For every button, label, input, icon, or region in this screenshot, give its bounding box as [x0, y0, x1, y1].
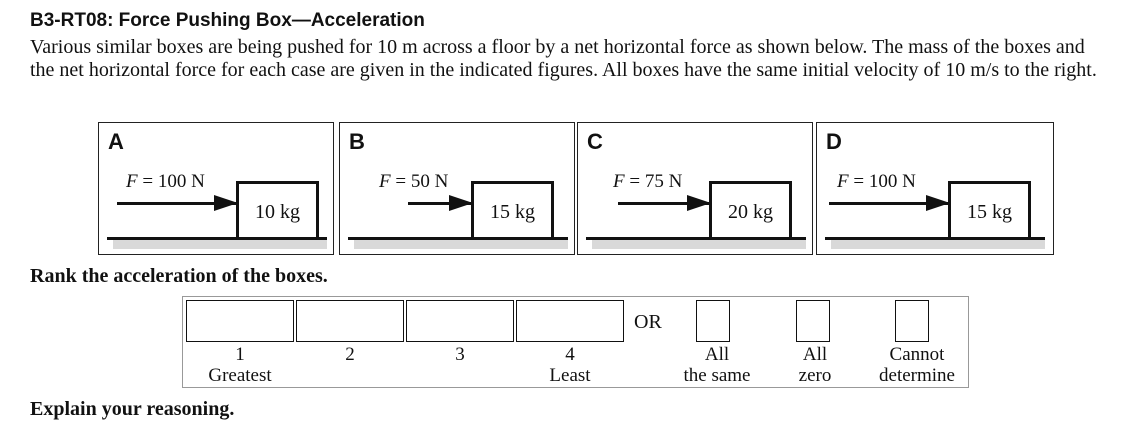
or-label: OR: [634, 311, 662, 333]
box-mass: 20 kg: [709, 181, 792, 237]
all-zero-checkbox[interactable]: [796, 300, 830, 342]
ranking-question: Rank the acceleration of the boxes.: [30, 265, 328, 287]
force-label: F = 75 N: [613, 171, 683, 192]
force-label: F = 100 N: [837, 171, 916, 192]
rank-3-input[interactable]: [406, 300, 514, 342]
panel-d: D F = 100 N 15 kg: [816, 122, 1054, 255]
problem-title: B3-RT08: Force Pushing Box—Acceleration: [30, 10, 425, 31]
rank-2-label: 2: [345, 344, 355, 365]
explain-prompt: Explain your reasoning.: [30, 398, 235, 420]
rank-3-label: 3: [455, 344, 465, 365]
panel-label: C: [587, 129, 603, 154]
floor-shade: [831, 240, 1045, 249]
floor-shade: [354, 240, 568, 249]
panel-c: C F = 75 N 20 kg: [577, 122, 813, 255]
panel-a: A F = 100 N 10 kg: [98, 122, 334, 255]
floor-line: [586, 237, 806, 240]
force-arrow-icon: [829, 195, 950, 211]
all-same-checkbox[interactable]: [696, 300, 730, 342]
floor-shade: [592, 240, 806, 249]
panel-b: B F = 50 N 15 kg: [339, 122, 575, 255]
panel-label: D: [826, 129, 842, 154]
problem-intro: Various similar boxes are being pushed f…: [30, 36, 1097, 81]
floor-shade: [113, 240, 327, 249]
force-arrow-icon: [408, 195, 473, 211]
rank-2-input[interactable]: [296, 300, 404, 342]
panel-label: A: [108, 129, 124, 154]
rank-1-input[interactable]: [186, 300, 294, 342]
floor-line: [825, 237, 1045, 240]
force-arrow-icon: [117, 195, 238, 211]
rank-4-input[interactable]: [516, 300, 624, 342]
force-arrow-icon: [618, 195, 711, 211]
cannot-determine-checkbox[interactable]: [895, 300, 929, 342]
box-mass: 15 kg: [948, 181, 1031, 237]
floor-line: [107, 237, 327, 240]
panel-label: B: [349, 129, 365, 154]
force-label: F = 50 N: [379, 171, 449, 192]
force-label: F = 100 N: [126, 171, 205, 192]
box-mass: 15 kg: [471, 181, 554, 237]
floor-line: [348, 237, 568, 240]
box-mass: 10 kg: [236, 181, 319, 237]
